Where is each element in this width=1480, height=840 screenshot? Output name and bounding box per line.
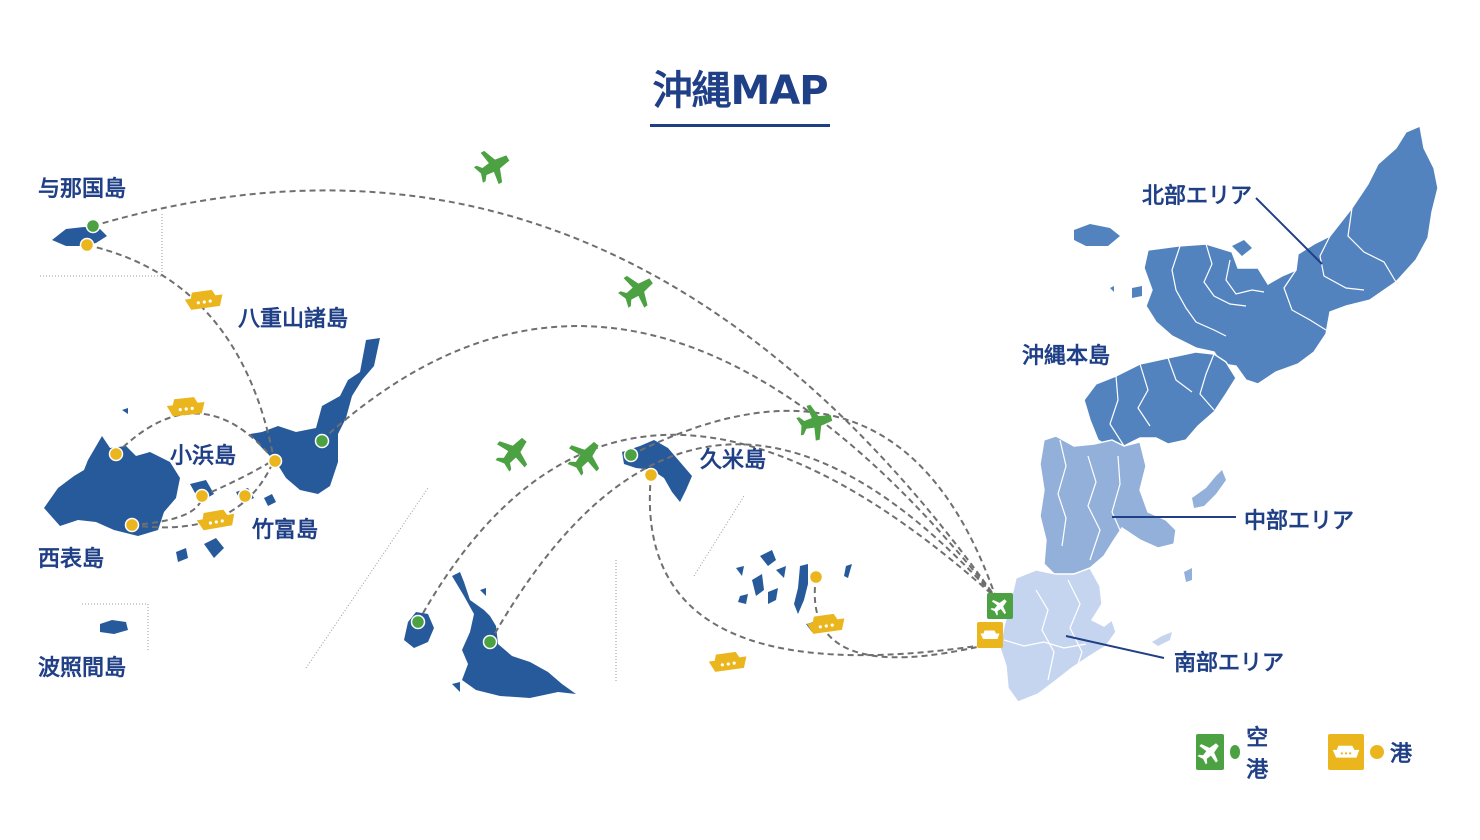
label-south-area: 南部エリア xyxy=(1174,651,1285,676)
label-iriomote: 西表島 xyxy=(38,547,105,572)
kume-airport-dot xyxy=(623,447,639,463)
airplane-icon xyxy=(793,400,837,445)
airplane-icon xyxy=(469,142,517,191)
airplane-icon xyxy=(612,266,662,316)
page-title: 沖縄MAP xyxy=(650,58,830,127)
central-small-islands xyxy=(1184,470,1226,582)
airport-dot-icon xyxy=(1229,745,1241,759)
miyako-island xyxy=(452,572,576,698)
iriomote-south-port-dot xyxy=(124,517,140,533)
okinawa-main-island xyxy=(999,125,1439,703)
kume-port-dot xyxy=(643,467,659,483)
ishigaki-island xyxy=(250,338,380,494)
label-yonaguni: 与那国島 xyxy=(38,177,127,202)
central-area xyxy=(1039,435,1177,577)
shimoji-airport-dot xyxy=(410,614,426,630)
legend-airport: 空港 xyxy=(1196,726,1280,783)
label-central-area: 中部エリア xyxy=(1244,509,1355,534)
legend-port: 港 xyxy=(1328,732,1412,772)
yaeyama-islands xyxy=(44,227,380,634)
airplane-icon xyxy=(560,432,611,482)
yonaguni-airport-dot xyxy=(85,218,101,234)
south-small-islands xyxy=(1152,632,1172,646)
ship-icon xyxy=(183,288,224,311)
label-kume: 久米島 xyxy=(700,448,767,473)
naha-airport-icon xyxy=(987,593,1013,619)
label-yaeyama: 八重山諸島 xyxy=(238,307,349,332)
south-area xyxy=(999,567,1117,703)
ishigaki-airport-dot xyxy=(314,433,330,449)
north-area xyxy=(1143,125,1439,385)
ship-icon xyxy=(1328,734,1364,770)
taketomi-port-dot xyxy=(237,488,253,504)
airplane-icon xyxy=(1196,734,1224,770)
port-dot-icon xyxy=(1370,745,1384,759)
north-small-islands xyxy=(1074,224,1252,298)
yonaguni-port-dot xyxy=(79,237,95,253)
port-dots xyxy=(79,237,824,585)
kohama-port-dot xyxy=(194,488,210,504)
miyako-airport-dot xyxy=(482,634,498,650)
hateruma-island xyxy=(100,620,128,634)
ship-icon xyxy=(707,650,748,673)
label-kohama: 小浜島 xyxy=(170,444,237,469)
ishigaki-port-dot xyxy=(267,453,283,469)
kerama-islands xyxy=(736,550,852,632)
map-separators xyxy=(40,214,745,682)
zamami-port-dot xyxy=(808,569,824,585)
map-title-wrap: 沖縄MAP xyxy=(0,58,1480,127)
label-taketomi: 竹富島 xyxy=(252,518,319,543)
iriomote-island xyxy=(44,436,180,536)
label-north-area: 北部エリア xyxy=(1142,184,1253,209)
iriomote-north-port-dot xyxy=(108,446,124,462)
legend-port-label: 港 xyxy=(1390,742,1413,767)
route-lines xyxy=(86,189,997,659)
route-airplanes xyxy=(469,142,837,482)
label-okinawa-main: 沖縄本島 xyxy=(1022,344,1111,369)
airport-dots xyxy=(85,218,639,650)
label-hateruma: 波照間島 xyxy=(38,656,127,681)
legend-airport-label: 空港 xyxy=(1246,726,1269,783)
naha-port-icon xyxy=(977,622,1003,648)
airplane-icon xyxy=(488,428,539,478)
leader-lines xyxy=(1065,197,1323,659)
ship-icon xyxy=(805,612,846,635)
